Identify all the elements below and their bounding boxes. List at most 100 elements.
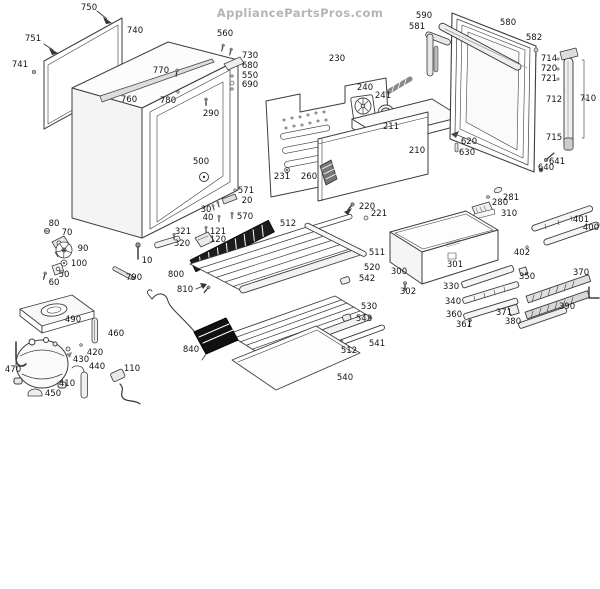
part-label-100: 100 — [70, 258, 88, 269]
part-label-20: 20 — [241, 195, 253, 206]
compressor-fittings — [15, 317, 98, 399]
part-label-721: 721 — [540, 73, 558, 84]
part-label-430: 430 — [72, 354, 90, 365]
part-label-30: 30 — [200, 204, 212, 215]
part-label-620: 620 — [460, 136, 478, 147]
part-label-760: 760 — [120, 94, 138, 105]
part-label-542: 542 — [358, 273, 376, 284]
part-label-380: 380 — [504, 316, 522, 327]
part-label-720: 720 — [540, 63, 558, 74]
part-label-520: 520 — [363, 262, 381, 273]
evaporator-cover — [317, 98, 462, 221]
part-label-370: 370 — [572, 267, 590, 278]
part-label-410: 410 — [58, 378, 76, 389]
part-label-641: 641 — [548, 156, 566, 167]
part-label-450: 450 — [44, 388, 62, 399]
part-label-220: 220 — [358, 201, 376, 212]
cabinet-body — [71, 41, 245, 239]
part-label-361: 361 — [455, 319, 473, 330]
part-label-70: 70 — [61, 227, 73, 238]
part-label-40: 40 — [202, 212, 214, 223]
watermark: AppliancePartsPros.com — [216, 6, 384, 20]
part-label-770: 770 — [152, 65, 170, 76]
part-label-350: 350 — [518, 271, 536, 282]
part-label-470: 470 — [4, 364, 22, 375]
part-label-680: 680 — [241, 60, 259, 71]
part-label-320: 320 — [173, 238, 191, 249]
part-label-512: 512 — [279, 218, 297, 229]
part-label-714: 714 — [540, 53, 558, 64]
part-label-340: 340 — [444, 296, 462, 307]
door-handle — [438, 22, 528, 71]
handle-strip — [556, 47, 588, 151]
part-label-710: 710 — [579, 93, 597, 104]
part-label-630: 630 — [458, 147, 476, 158]
part-label-371: 371 — [495, 307, 513, 318]
trim-rails — [461, 205, 600, 329]
compressor — [13, 337, 69, 389]
part-label-80: 80 — [48, 218, 60, 229]
part-label-530: 530 — [360, 301, 378, 312]
part-label-550: 550 — [241, 70, 259, 81]
part-label-541: 541 — [368, 338, 386, 349]
part-label-321: 321 — [174, 226, 192, 237]
part-label-500: 500 — [192, 156, 210, 167]
part-label-50: 50 — [58, 269, 70, 280]
part-label-60: 60 — [48, 277, 60, 288]
power-cord — [110, 368, 141, 405]
part-label-640: 640 — [537, 162, 555, 173]
part-label-580: 580 — [499, 17, 517, 28]
part-label-540: 540 — [336, 372, 354, 383]
base-hardware — [112, 188, 238, 280]
part-label-543: 543 — [355, 313, 373, 324]
part-label-581: 581 — [408, 21, 426, 32]
part-label-570: 570 — [236, 211, 254, 222]
part-label-211: 211 — [382, 121, 400, 132]
part-label-800: 800 — [167, 269, 185, 280]
part-label-402: 402 — [513, 247, 531, 258]
part-label-10: 10 — [141, 255, 153, 266]
door-hinge — [425, 31, 539, 77]
hinge-parts-cluster — [41, 227, 73, 281]
part-label-690: 690 — [241, 79, 259, 90]
part-label-310: 310 — [500, 208, 518, 219]
part-label-750: 750 — [80, 2, 98, 13]
part-label-511: 511 — [368, 247, 386, 258]
part-label-560: 560 — [216, 28, 234, 39]
part-label-210: 210 — [408, 145, 426, 156]
glass-shelf — [231, 325, 361, 391]
part-label-440: 440 — [88, 361, 106, 372]
part-label-90: 90 — [77, 243, 89, 254]
evaporator — [147, 289, 239, 361]
part-label-290: 290 — [202, 108, 220, 119]
part-label-301: 301 — [446, 259, 464, 270]
drawer — [389, 210, 499, 291]
part-label-231: 231 — [273, 171, 291, 182]
drawer-clips — [471, 186, 503, 220]
part-label-120: 120 — [209, 234, 227, 245]
part-label-121: 121 — [209, 226, 227, 237]
part-label-740: 740 — [126, 25, 144, 36]
part-label-715: 715 — [545, 132, 563, 143]
part-label-260: 260 — [300, 171, 318, 182]
part-label-230: 230 — [328, 53, 346, 64]
part-label-390: 390 — [558, 301, 576, 312]
back-panel — [31, 10, 123, 130]
part-label-401: 401 — [572, 214, 590, 225]
part-label-741: 741 — [11, 59, 29, 70]
part-label-240: 240 — [356, 82, 374, 93]
part-label-840: 840 — [182, 344, 200, 355]
door-lock-parts — [451, 131, 555, 173]
part-label-420: 420 — [86, 347, 104, 358]
part-label-460: 460 — [107, 328, 125, 339]
part-label-590: 590 — [415, 10, 433, 21]
grille-screw — [195, 283, 212, 295]
part-label-400: 400 — [582, 222, 600, 233]
part-label-490: 490 — [64, 314, 82, 325]
part-label-582: 582 — [525, 32, 543, 43]
part-label-790: 790 — [125, 272, 143, 283]
part-label-751: 751 — [24, 33, 42, 44]
